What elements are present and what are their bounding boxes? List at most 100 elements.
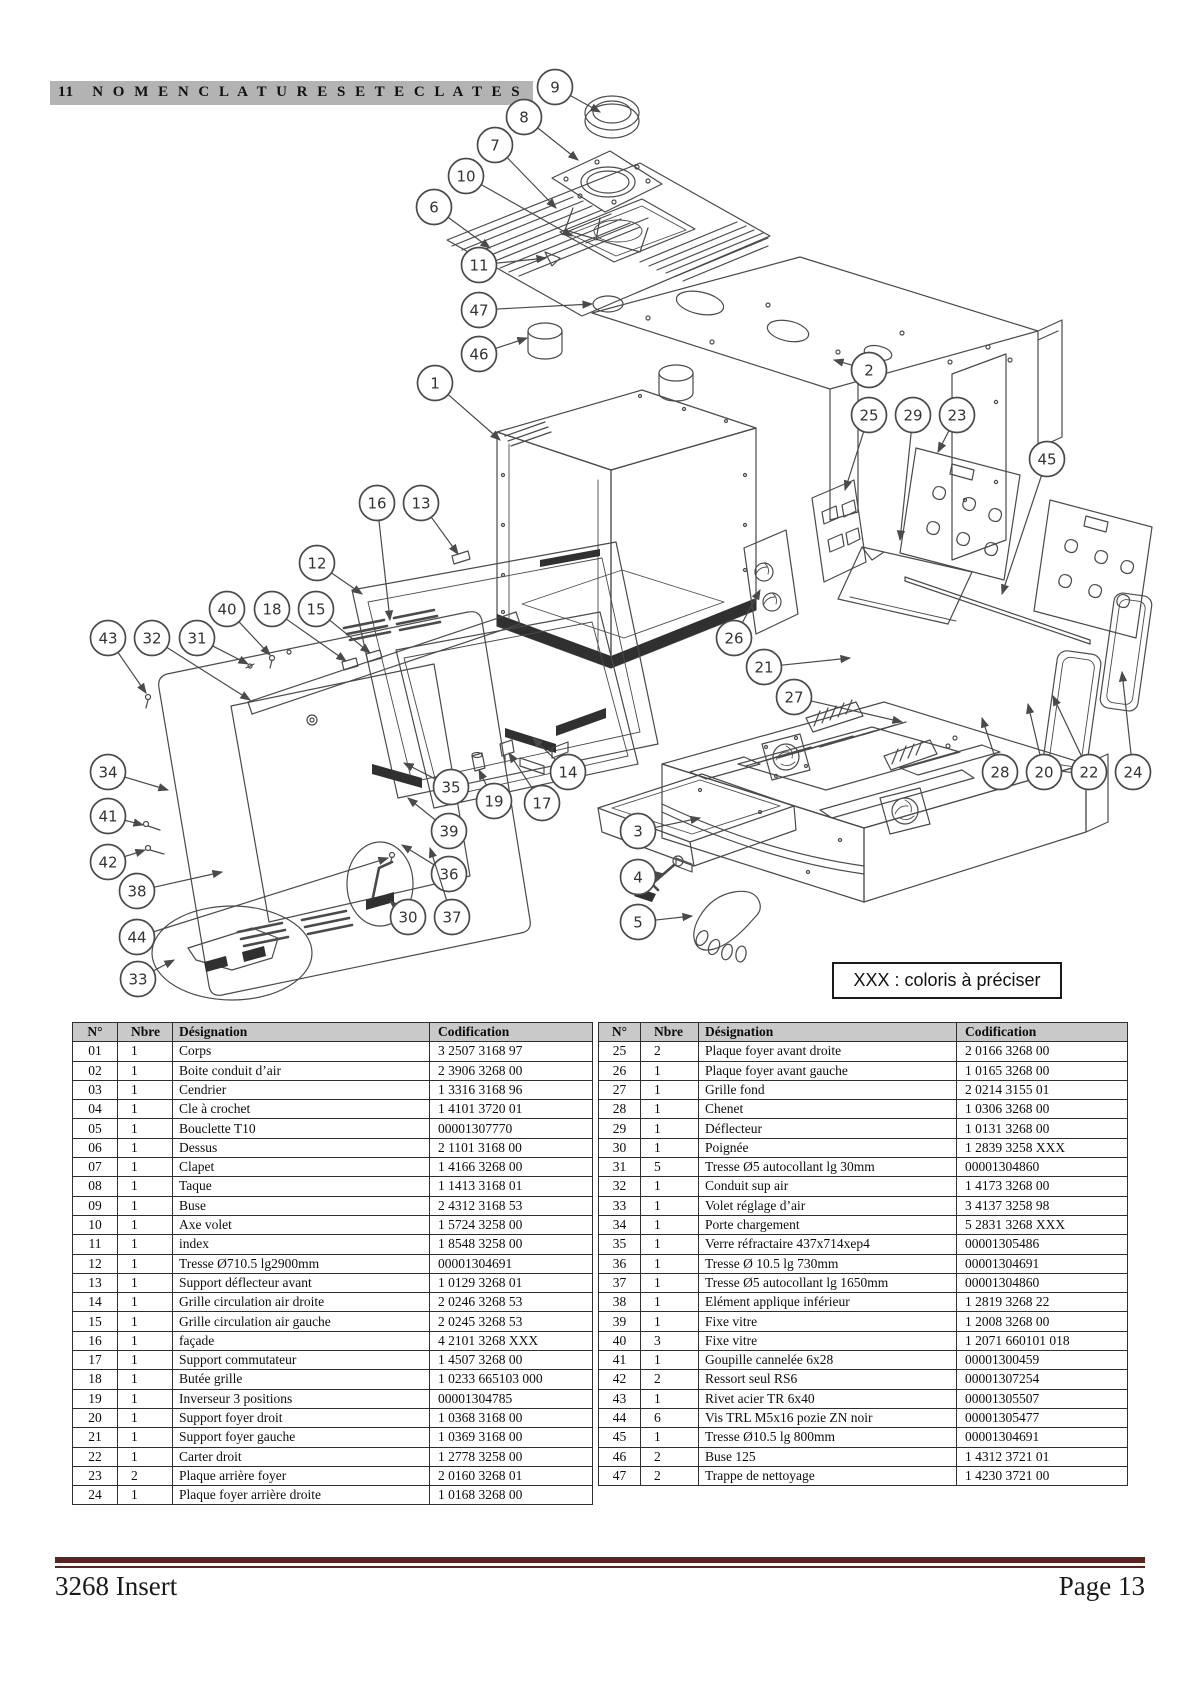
cell-col-no: 47 <box>598 1465 641 1487</box>
cell-col-name: Poignée <box>698 1137 957 1159</box>
cell-col-code: 2 0166 3268 00 <box>956 1041 1128 1062</box>
cell-col-qty: 1 <box>640 1427 699 1448</box>
cell-col-qty: 1 <box>640 1118 699 1139</box>
cell-col-code: 1 0168 3268 00 <box>429 1485 593 1506</box>
callout-leader <box>430 516 459 555</box>
dessus-drawing <box>446 162 771 317</box>
cell-col-code: 3 2507 3168 97 <box>429 1041 593 1062</box>
cell-col-code: 00001305507 <box>956 1388 1128 1409</box>
cell-col-name: Conduit sup air <box>698 1176 957 1197</box>
cell-col-qty: 1 <box>640 1137 699 1159</box>
callout-circle <box>297 590 335 628</box>
cell-col-no: 41 <box>598 1350 641 1371</box>
callout-circle <box>389 898 427 936</box>
callout-leader <box>781 654 852 666</box>
small-fixings-drawing <box>142 550 515 865</box>
callout-circle <box>415 188 453 226</box>
cell-col-code: 2 0160 3268 01 <box>429 1465 593 1487</box>
cell-col-no: 08 <box>72 1176 118 1197</box>
callout-number: 6 <box>429 198 439 216</box>
cell-col-name: Trappe de nettoyage <box>698 1465 957 1487</box>
callout-circle <box>1070 753 1108 791</box>
cell-col-qty: 1 <box>117 1272 173 1294</box>
cell-col-code: 1 0369 3168 00 <box>429 1427 593 1448</box>
cell-col-code: 00001304860 <box>956 1157 1128 1178</box>
callout-circle <box>133 619 171 657</box>
cell-col-name: Elément applique inférieur <box>698 1292 957 1313</box>
cell-col-code: 2 0214 3155 01 <box>956 1079 1128 1101</box>
callout-leader <box>496 300 594 310</box>
cell-col-name: Fixe vitre <box>698 1311 957 1332</box>
callout-circle <box>476 126 514 164</box>
callout-circle <box>475 782 513 820</box>
callout-leader <box>407 797 436 821</box>
cell-col-name: Tresse Ø5 autocollant lg 30mm <box>698 1157 957 1178</box>
cell-col-no: 38 <box>598 1292 641 1313</box>
callout-number: 15 <box>306 600 325 618</box>
cell-col-no: 29 <box>598 1118 641 1139</box>
cell-col-qty: 1 <box>640 1176 699 1197</box>
cell-col-code: 1 8548 3258 00 <box>429 1234 593 1255</box>
cell-col-code: 1 3316 3168 96 <box>429 1079 593 1101</box>
cell-col-name: Boite conduit d’air <box>172 1060 430 1081</box>
fans-drawing <box>761 699 958 835</box>
buse-ring-drawing <box>551 95 663 253</box>
cell-col-code: 00001300459 <box>956 1350 1128 1371</box>
cell-col-no: 21 <box>72 1427 118 1448</box>
callout-leader <box>508 751 533 789</box>
cell-col-name: Rivet acier TR 6x40 <box>698 1388 957 1409</box>
cell-col-name: Cendrier <box>172 1079 430 1101</box>
callout-number: 27 <box>784 688 803 706</box>
callout-number: 7 <box>490 136 500 154</box>
cell-col-qty: 1 <box>117 1195 173 1216</box>
cell-col-name: Corps <box>172 1041 430 1062</box>
callout-number: 12 <box>307 554 326 572</box>
callout-circle <box>208 590 246 628</box>
cell-col-name: Support foyer droit <box>172 1407 430 1429</box>
cell-col-qty: 1 <box>117 1137 173 1159</box>
cell-col-no: 23 <box>72 1465 118 1487</box>
cell-col-qty: 1 <box>117 1350 173 1371</box>
callout-number: 32 <box>142 629 161 647</box>
callout-circle <box>715 619 753 657</box>
cell-col-qty: 1 <box>640 1253 699 1274</box>
cell-col-no: 15 <box>72 1311 118 1332</box>
callout-circle <box>619 903 657 941</box>
callout-leader <box>537 127 579 161</box>
cell-col-name: Verre réfractaire 437x714xep4 <box>698 1234 957 1255</box>
air-conduit-drawing <box>527 256 1063 561</box>
callout-circle <box>775 678 813 716</box>
front-plates-drawing <box>743 479 867 635</box>
cell-col-qty: 2 <box>640 1465 699 1487</box>
callout-number: 29 <box>903 406 922 424</box>
callout-leader <box>212 645 250 665</box>
cell-col-name: Tresse Ø10.5 lg 800mm <box>698 1427 957 1448</box>
cell-col-code: 1 5724 3258 00 <box>429 1214 593 1236</box>
corps-drawing <box>496 389 757 669</box>
cell-col-code: 1 0129 3268 01 <box>429 1272 593 1294</box>
cell-col-code: 1 0368 3168 00 <box>429 1407 593 1429</box>
cell-col-code: 1 4166 3268 00 <box>429 1157 593 1178</box>
cell-col-name: Tresse Ø710.5 lg2900mm <box>172 1253 430 1274</box>
cell-col-no: 35 <box>598 1234 641 1255</box>
callout-leader <box>810 700 904 724</box>
callout-number: 2 <box>864 361 874 379</box>
cell-col-no: 04 <box>72 1099 118 1120</box>
footer-page-number: Page 13 <box>1058 1571 1145 1601</box>
callout-circle <box>430 855 468 893</box>
cell-col-qty: 1 <box>117 1388 173 1409</box>
callout-leader <box>896 432 912 542</box>
cell-col-code: 1 0306 3268 00 <box>956 1099 1128 1120</box>
callout-number: 24 <box>1123 763 1142 781</box>
cell-col-name: Plaque foyer avant droite <box>698 1041 957 1062</box>
